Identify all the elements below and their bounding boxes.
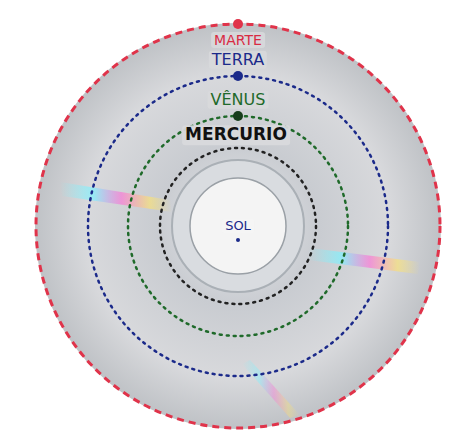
venus-planet: [233, 111, 243, 121]
cd-hub: [172, 160, 304, 292]
cd-center: [190, 178, 286, 274]
planet-label: MARTE: [211, 32, 265, 48]
reflection: [242, 360, 300, 418]
earth-planet: [233, 71, 243, 81]
mars-orbit: [36, 24, 440, 428]
planet-label: TERRA: [209, 51, 267, 69]
cd-disc: [35, 23, 441, 429]
planet-label: VÊNUS: [208, 91, 269, 109]
mars-planet: [233, 19, 243, 29]
planet-label: MERCURIO: [182, 125, 290, 145]
mercury-orbit: [160, 148, 316, 304]
sun-dot: [236, 238, 240, 242]
venus-orbit: [128, 116, 348, 336]
reflection: [308, 248, 420, 274]
sun-label: SOL: [222, 219, 254, 234]
reflection: [60, 182, 172, 212]
earth-orbit: [88, 76, 388, 376]
